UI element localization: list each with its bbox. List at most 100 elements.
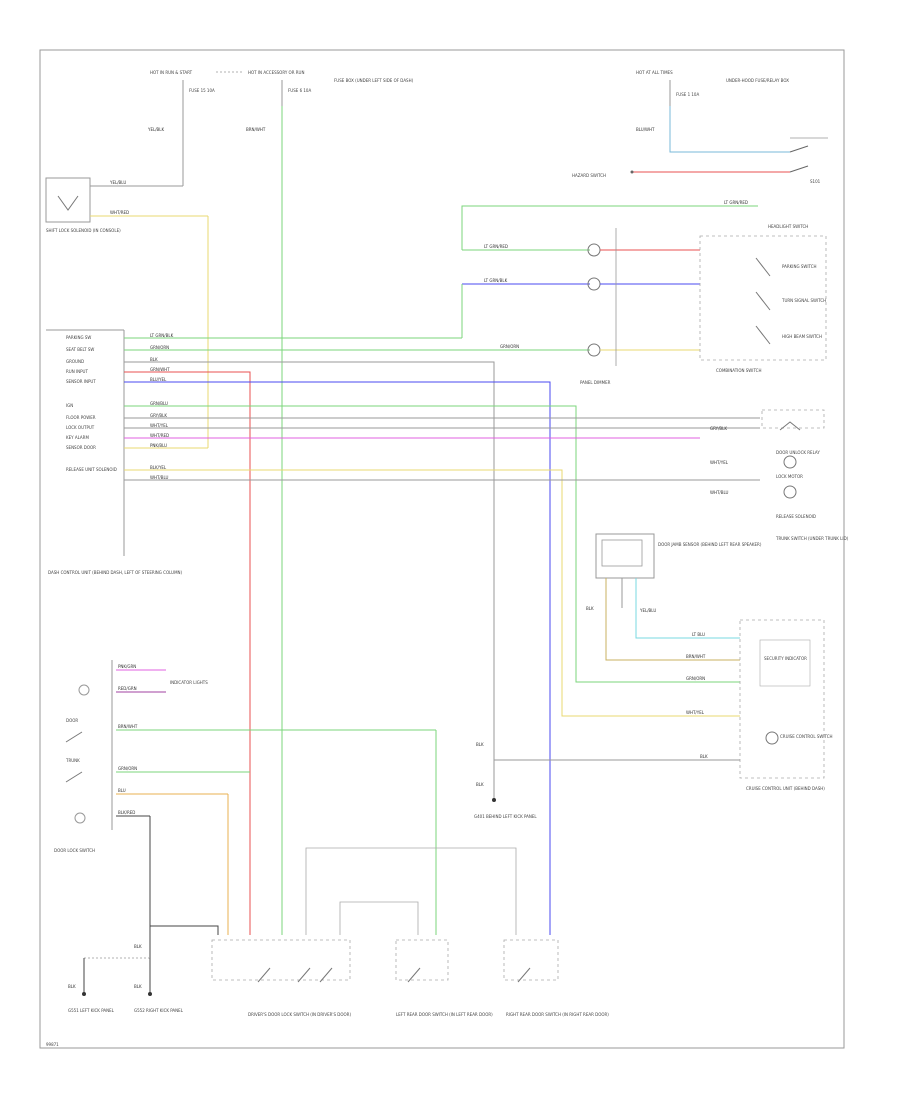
cruise-box-label: CRUISE CONTROL UNIT (BEHIND DASH) [746, 786, 825, 791]
lb-blk-label: BLK [134, 944, 142, 949]
ecm-row-wire: BLK [150, 357, 158, 362]
ecm-rows: PARKING SW LT GRN/BLK SEAT BELT SW GRN/ORN G… [66, 333, 174, 480]
ecm-row-wire: PNK/BLU [150, 443, 167, 448]
ecm-row-label: SENSOR DOOR [66, 445, 96, 450]
door-unlock-wire: GRY/BLK [710, 426, 727, 431]
combo-wire-0: LT GRN/RED [484, 244, 508, 249]
lb-wire-3: BLK/RED [118, 810, 135, 815]
s101-label: S101 [810, 179, 821, 184]
cruise-inner: SECURITY INDICATOR [764, 656, 807, 661]
cruise-wire-1: BRN/WHT [686, 654, 706, 659]
switch-label-0: DOOR [66, 718, 78, 723]
dash-control-unit: DASH CONTROL UNIT (BEHIND DASH, LEFT OF … [46, 329, 183, 575]
sensor-wire-0: YEL/BLU [639, 608, 656, 613]
hot-at-all-times-label: HOT AT ALL TIMES [636, 70, 673, 75]
ground-g552-icon [148, 992, 152, 996]
lb-wire-1: GRN/ORN [118, 766, 137, 771]
ecm-row-wire: BLU/YEL [150, 377, 167, 382]
trunk-switch-label: TRUNK SWITCH (UNDER TRUNK LID) [775, 536, 849, 541]
blk-label-1: BLK [476, 782, 484, 787]
ecm-row-label: GROUND [66, 359, 84, 364]
hazard-switch-label: HAZARD SWITCH [572, 173, 606, 178]
hot-accessory-label: HOT IN ACCESSORY OR RUN [248, 70, 304, 75]
ecm-row-label: SEAT BELT SW [66, 347, 94, 352]
top-right-supply: HOT AT ALL TIMES FUSE 1 10A UNDER-HOOD F… [572, 70, 828, 184]
indicator-wire-1: RED/GRN [118, 686, 137, 691]
ecm-row-label: RELEASE UNIT SOLENOID [66, 467, 117, 472]
combo-item-0: PARKING SWITCH [782, 264, 817, 269]
fuse-a-label: FUSE 15 10A [189, 88, 215, 93]
sensor-label: DOOR JAMB SENSOR (BEHIND LEFT REAR SPEAK… [658, 542, 762, 547]
trunk-wire: WHT/YEL [710, 460, 729, 465]
combo-wire-1: LT GRN/BLK [484, 278, 508, 283]
ecm-row-label: FLOOR POWER [66, 415, 96, 420]
cruise-control-unit: LT BLU BRN/WHT GRN/ORN WHT/YEL BLK SECUR… [494, 619, 833, 791]
release-label: RELEASE SOLENOID [776, 514, 816, 519]
footer-ref: 99871 [46, 1042, 59, 1047]
wire-a-label: YEL/BLK [147, 127, 165, 132]
ecm-row-label: SENSOR INPUT [66, 379, 96, 384]
interlock-wire-top: YEL/BLU [109, 180, 126, 185]
combination-switch: LT GRN/RED HEADLIGHT SWITCH LT GRN/RED L… [461, 200, 827, 385]
ecm-row-label: LOCK OUTPUT [66, 425, 95, 430]
lb-wire-0: BRN/WHT [118, 724, 138, 729]
headlight-switch-label: HEADLIGHT SWITCH [768, 224, 808, 229]
bottom-switch-0: DRIVER'S DOOR LOCK SWITCH (IN DRIVER'S D… [248, 1012, 351, 1017]
ecm-row-wire: WHT/RED [150, 433, 169, 438]
under-hood-box-label: UNDER-HOOD FUSE/RELAY BOX [726, 78, 789, 83]
ground-g551-icon [82, 992, 86, 996]
top-fuse-label: FUSE 1 10A [676, 92, 699, 97]
ecm-row-label: KEY ALARM [66, 435, 89, 440]
fuse-b-label: FUSE 6 10A [288, 88, 311, 93]
diagram-frame [39, 49, 845, 1049]
ecm-row-wire: WHT/YEL [150, 423, 169, 428]
combo-item-2: HIGH BEAM SWITCH [782, 334, 822, 339]
ecm-row-wire: BLK/YEL [150, 465, 167, 470]
release-wire: WHT/BLU [710, 490, 729, 495]
ecm-row-wire: GRN/WHT [150, 367, 170, 372]
bottom-switch-1: LEFT REAR DOOR SWITCH (IN LEFT REAR DOOR… [396, 1012, 493, 1017]
combo-right-wire: LT GRN/RED [724, 200, 748, 205]
door-switch-icon [74, 812, 86, 824]
ecm-row-wire: GRN/ORN [150, 345, 169, 350]
cruise-wire-3: WHT/YEL [686, 710, 705, 715]
ground-label-1: G552 RIGHT KICK PANEL [134, 1008, 184, 1013]
ecm-wire-routes [124, 337, 760, 935]
indicator-wire-0: PNK/GRN [118, 664, 136, 669]
fuse-block: HOT IN RUN & START HOT IN ACCESSORY OR R… [147, 70, 414, 935]
door-unlock-label: DOOR UNLOCK RELAY [776, 450, 820, 455]
hot-run-start-label: HOT IN RUN & START [150, 70, 193, 75]
top-right-wire-label: BLU/WHT [636, 127, 655, 132]
bottom-door-switches: DRIVER'S DOOR LOCK SWITCH (IN DRIVER'S D… [211, 847, 609, 1017]
ground-label-0: G551 LEFT KICK PANEL [68, 1008, 115, 1013]
combo-wire-2: GRN/ORN [500, 344, 519, 349]
ecm-row-wire: WHT/BLU [150, 475, 169, 480]
sensor-wire-2: BLK [586, 606, 594, 611]
ground-g401-icon [492, 798, 496, 802]
ecm-row-label: PARKING SW [66, 335, 91, 340]
ground-g401: BLK BLK G401 BEHIND LEFT KICK PANEL [474, 742, 537, 819]
ecm-row-wire: LT GRN/BLK [150, 333, 174, 338]
right-side-middle: GRY/BLK DOOR UNLOCK RELAY WHT/YEL LOCK M… [710, 409, 849, 541]
door-jamb-sensor: DOOR JAMB SENSOR (BEHIND LEFT REAR SPEAK… [586, 533, 762, 661]
lock-motor-label: LOCK MOTOR [776, 474, 803, 479]
bottom-switch-2: RIGHT REAR DOOR SWITCH (IN RIGHT REAR DO… [506, 1012, 609, 1017]
ecm-row-label: IGN [66, 403, 73, 408]
fuse-box-label: FUSE BOX (UNDER LEFT SIDE OF DASH) [334, 78, 414, 83]
ground-wire-0: BLK [68, 984, 76, 989]
ground-wire-1: BLK [134, 984, 142, 989]
switch-label-1: TRUNK [65, 758, 80, 763]
wire-b-label: BRN/WHT [246, 127, 266, 132]
cruise-title: CRUISE CONTROL SWITCH [780, 734, 833, 739]
ecm-row-wire: GRN/BLU [150, 401, 168, 406]
ecm-label: DASH CONTROL UNIT (BEHIND DASH, LEFT OF … [48, 570, 183, 575]
ecm-row-wire: GRY/BLK [150, 413, 167, 418]
blk-label-0: BLK [476, 742, 484, 747]
g401-label: G401 BEHIND LEFT KICK PANEL [474, 814, 537, 819]
cruise-wire-0: LT BLU [692, 632, 705, 637]
left-bottom: PNK/GRN RED/GRN INDICATOR LIGHTS DOOR BR… [54, 660, 437, 1013]
combo-item-1: TURN SIGNAL SWITCH [781, 298, 826, 303]
indicator-lamp-icon [78, 684, 90, 696]
cruise-wire-2: GRN/ORN [686, 676, 705, 681]
